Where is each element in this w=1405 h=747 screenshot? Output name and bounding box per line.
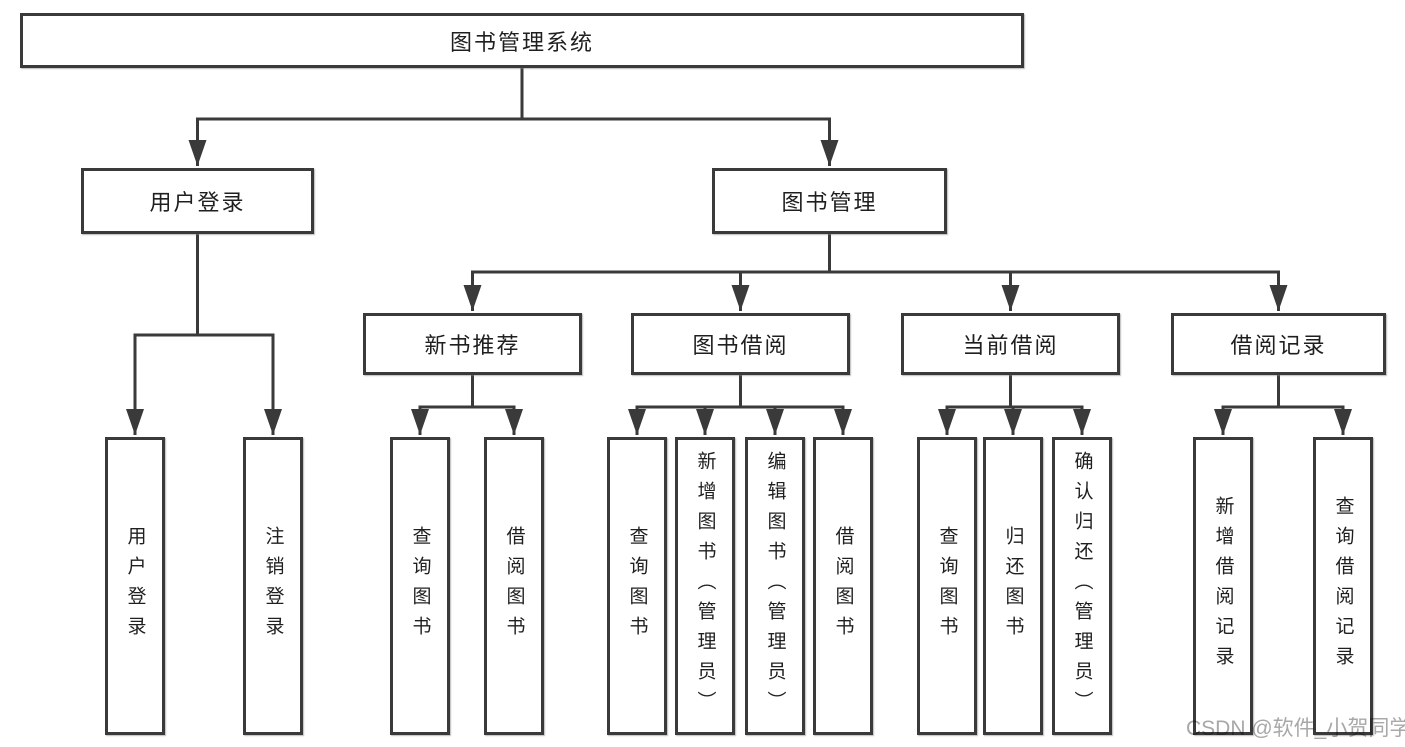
node-current-borrowing: 当前借阅: [901, 313, 1120, 375]
node-library-management-system: 图书管理系统: [20, 13, 1024, 68]
node-label: 图书借阅: [692, 333, 789, 358]
leaf-label: 借阅图书: [832, 526, 854, 646]
leaf-return-books: 归还图书: [983, 437, 1043, 735]
leaf-query-borrow-record: 查询借阅记录: [1313, 437, 1373, 735]
node-book-management: 图书管理: [712, 168, 947, 234]
leaf-label: 查询图书: [936, 526, 958, 646]
node-new-book-recommendation: 新书推荐: [363, 313, 582, 375]
leaf-borrow-books-recommend: 借阅图书: [484, 437, 544, 735]
leaf-label: 注销登录: [262, 526, 284, 646]
node-label: 用户登录: [149, 190, 246, 215]
leaf-label: 借阅图书: [503, 526, 525, 646]
node-book-borrowing: 图书借阅: [631, 313, 850, 375]
leaf-query-books-borrowing: 查询图书: [607, 437, 667, 735]
leaf-label: 新增借阅记录: [1212, 496, 1234, 676]
node-label: 当前借阅: [962, 333, 1059, 358]
leaf-borrow-books: 借阅图书: [813, 437, 873, 735]
leaf-edit-books-admin: 编辑图书（管理员）: [745, 437, 805, 735]
node-label: 新书推荐: [424, 333, 521, 358]
leaf-label: 编辑图书（管理员）: [764, 451, 786, 721]
leaf-label: 用户登录: [124, 526, 146, 646]
node-label: 图书管理: [781, 190, 878, 215]
leaf-confirm-return-admin: 确认归还（管理员）: [1052, 437, 1112, 735]
node-label: 借阅记录: [1230, 333, 1327, 358]
leaf-label: 查询图书: [409, 526, 431, 646]
leaf-label: 查询图书: [626, 526, 648, 646]
leaf-add-books-admin: 新增图书（管理员）: [675, 437, 735, 735]
node-label: 图书管理系统: [449, 29, 594, 55]
leaf-user-login: 用户登录: [105, 437, 165, 735]
leaf-label: 新增图书（管理员）: [694, 451, 716, 721]
node-user-login: 用户登录: [81, 168, 314, 234]
leaf-add-borrow-record: 新增借阅记录: [1193, 437, 1253, 735]
leaf-label: 归还图书: [1002, 526, 1024, 646]
watermark: CSDN @软件_小贺同学: [1186, 717, 1405, 740]
leaf-label: 确认归还（管理员）: [1071, 451, 1093, 721]
leaf-query-books-recommend: 查询图书: [390, 437, 450, 735]
node-borrowing-records: 借阅记录: [1171, 313, 1386, 375]
leaf-logout: 注销登录: [243, 437, 303, 735]
leaf-label: 查询借阅记录: [1332, 496, 1354, 676]
leaf-query-books-current: 查询图书: [917, 437, 977, 735]
